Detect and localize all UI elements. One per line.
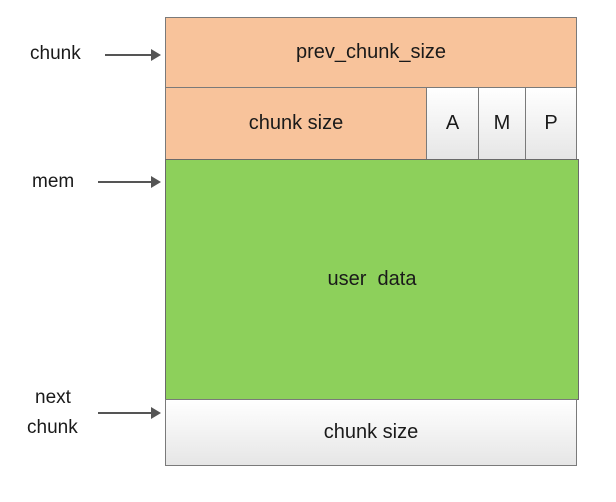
prev-chunk-size-label: prev_chunk_size bbox=[295, 41, 447, 63]
flag-a-label: A bbox=[445, 112, 460, 134]
next-chunk-pointer-label-line1: next bbox=[35, 387, 71, 408]
flag-p-label: P bbox=[544, 112, 558, 134]
chunk-pointer-label: chunk bbox=[30, 43, 81, 64]
chunk-pointer-arrow bbox=[105, 49, 161, 61]
flag-p-field: P bbox=[525, 87, 577, 160]
flag-m-field: M bbox=[478, 87, 526, 160]
mem-pointer-arrow bbox=[98, 176, 161, 188]
next-chunk-pointer-arrow bbox=[98, 407, 161, 419]
prev-chunk-size-field: prev_chunk_size bbox=[165, 17, 577, 88]
chunk-size-field: chunk size bbox=[165, 87, 427, 160]
next-chunk-pointer-label-line2: chunk bbox=[27, 417, 78, 438]
user-data-field: user data bbox=[165, 159, 579, 400]
next-chunk-size-field: chunk size bbox=[165, 399, 577, 466]
chunk-size-label: chunk size bbox=[248, 112, 344, 134]
flag-a-field: A bbox=[426, 87, 479, 160]
user-data-label: user data bbox=[327, 268, 417, 290]
mem-pointer-label: mem bbox=[32, 171, 75, 192]
flag-m-label: M bbox=[493, 112, 511, 134]
next-chunk-size-label: chunk size bbox=[323, 421, 419, 443]
